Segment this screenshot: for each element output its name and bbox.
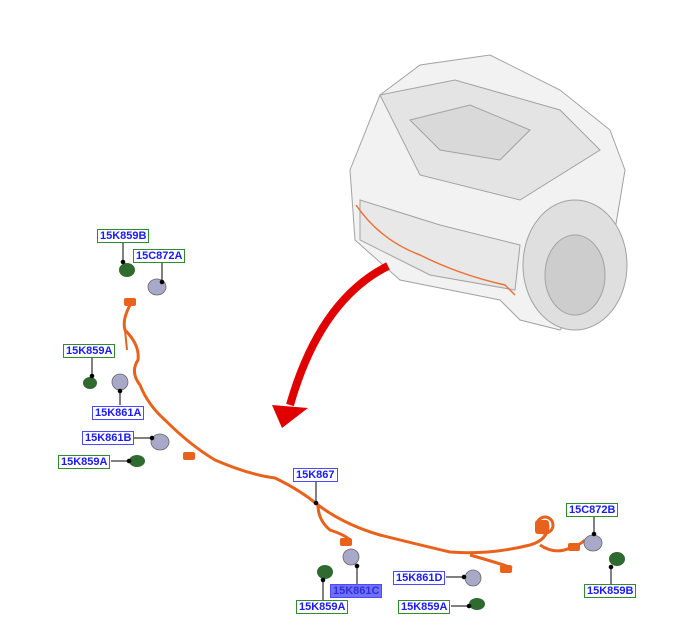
callout-15k859b[interactable]: 15K859B xyxy=(584,584,637,598)
parking-sensors xyxy=(83,263,625,610)
callout-15c872a[interactable]: 15C872A xyxy=(133,249,186,263)
vehicle-illustration xyxy=(349,54,628,331)
pointer-arrow xyxy=(272,262,390,428)
callout-15c872b[interactable]: 15C872B xyxy=(566,503,619,517)
callout-15k859a[interactable]: 15K859A xyxy=(58,455,111,469)
sensor-brackets xyxy=(111,278,603,587)
callout-15k867[interactable]: 15K867 xyxy=(293,468,338,482)
harness-connectors xyxy=(124,298,580,573)
callout-15k859b[interactable]: 15K859B xyxy=(97,229,150,243)
callout-15k859a[interactable]: 15K859A xyxy=(398,600,451,614)
callout-15k861d[interactable]: 15K861D xyxy=(393,571,446,585)
callout-15k861c-highlighted[interactable]: 15K861C xyxy=(330,584,383,598)
wiring-harness xyxy=(122,304,587,570)
leader-lines xyxy=(89,242,614,609)
callout-15k861a[interactable]: 15K861A xyxy=(92,406,145,420)
callout-15k859a[interactable]: 15K859A xyxy=(63,344,116,358)
callout-15k861b[interactable]: 15K861B xyxy=(82,431,135,445)
callout-15k859a[interactable]: 15K859A xyxy=(296,600,349,614)
